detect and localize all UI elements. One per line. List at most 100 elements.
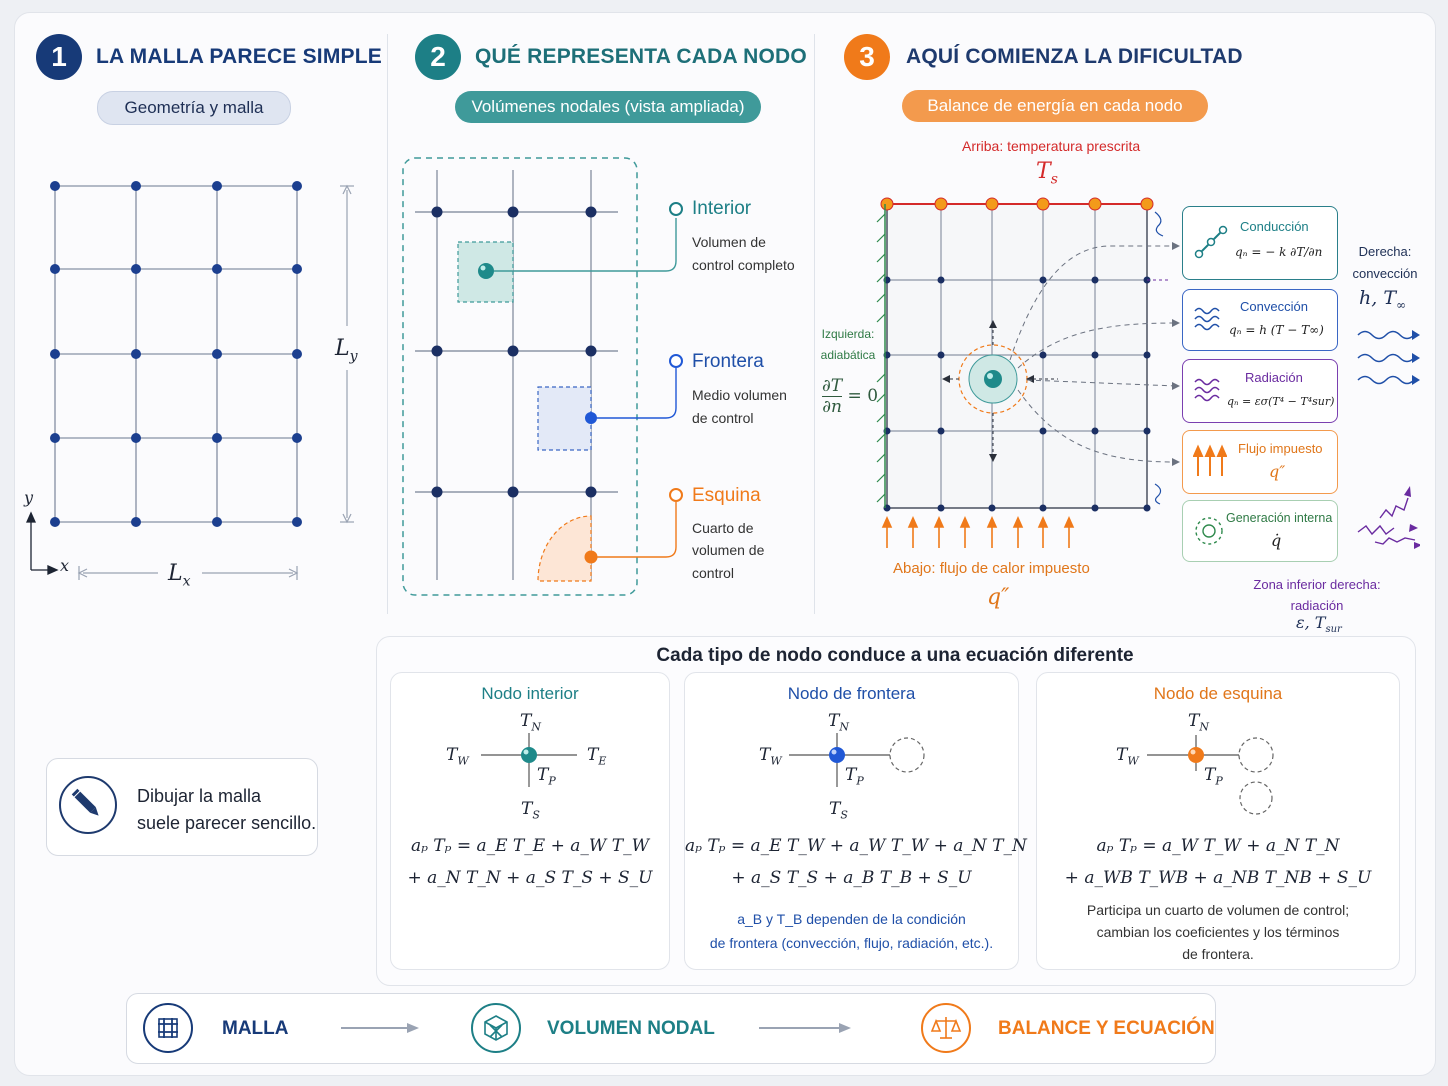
label-south: TS [829, 799, 848, 822]
corner-note: de frontera. [1182, 946, 1254, 962]
corner-note: cambian los coeficientes y los términos [1096, 924, 1340, 940]
node-type-esquina: Esquina [692, 485, 761, 506]
stencil-diagram [481, 733, 577, 787]
bottom-boundary-symbol: q″ [987, 585, 1010, 610]
label-p: TP [1204, 765, 1223, 788]
generation-icon [1195, 517, 1223, 545]
equation-line: + a_S T_S + a_B T_B + S_U [731, 868, 972, 888]
label-north: TN [520, 711, 541, 734]
right-boundary-label: Derecha:convección [1352, 244, 1418, 281]
boundary-node-card: Nodo de frontera TN TW TP TS aₚ Tₚ = a_E… [684, 672, 1027, 970]
node-type-interior: Interior [692, 198, 752, 219]
mechanism-name: Generación interna [1226, 511, 1333, 525]
node-type-desc: Volumen de [692, 234, 766, 250]
equation-line: aₚ Tₚ = a_E T_E + a_W T_W [410, 836, 650, 856]
stencil-diagram [789, 733, 925, 787]
equations-header: Cada tipo de nodo conduce a una ecuación… [656, 645, 1134, 666]
mechanism-name: Convección [1240, 299, 1308, 314]
equation-line: aₚ Tₚ = a_E T_W + a_W T_W + a_N T_N [685, 836, 1027, 856]
section-1-subtitle: Geometría y malla [97, 91, 291, 125]
equation-line: aₚ Tₚ = a_W T_W + a_N T_N [1096, 836, 1340, 856]
conduction-icon [1194, 225, 1228, 259]
arrow-icon [759, 1023, 851, 1033]
section-2-number: 2 [415, 34, 461, 80]
corner-boundary-symbol: ε, Tsur [1296, 613, 1342, 636]
section-2-title: QUÉ REPRESENTA CADA NODO [475, 45, 807, 68]
scale-icon [921, 1003, 971, 1053]
mechanism-equation: q̇ [1271, 531, 1282, 550]
left-boundary-label: Izquierda:adiabática [820, 327, 876, 362]
mechanism-name: Radiación [1245, 370, 1303, 385]
mechanism-equation: qₙ = εσ(T⁴ − T⁴sur) [1227, 395, 1335, 408]
node-type-desc: control [692, 565, 735, 581]
flux-arrows-icon [1193, 444, 1227, 476]
lx-label: Lx [168, 561, 191, 590]
grid-icon [143, 1003, 193, 1053]
node-type-desc: Medio volumen [692, 387, 787, 403]
stencil-diagram [1147, 735, 1274, 815]
cube-icon [471, 1003, 521, 1053]
workflow-bar [126, 993, 1216, 1064]
label-west: TW [446, 745, 469, 768]
mechanism-equation: q″ [1269, 462, 1286, 481]
note-line: Dibujar la malla [137, 786, 262, 806]
node-type-desc: Cuarto de [692, 520, 754, 536]
label-south: TS [521, 799, 540, 822]
workflow-step: VOLUMEN NODAL [547, 1018, 715, 1039]
separator [814, 34, 815, 614]
card-title: Nodo de frontera [787, 684, 916, 703]
adiabatic-equation: ∂T ∂n = 0 [822, 376, 879, 417]
mechanism-name: Flujo impuesto [1238, 441, 1323, 456]
mechanism-name: Conducción [1240, 219, 1309, 234]
note-card: Dibujar la malla suele parecer sencillo. [46, 758, 318, 856]
card-title: Nodo interior [481, 684, 579, 703]
workflow-step: MALLA [222, 1018, 289, 1039]
node-type-desc: volumen de [692, 542, 765, 558]
label-north: TN [828, 711, 849, 734]
section-2-subtitle: Volúmenes nodales (vista ampliada) [455, 91, 761, 123]
bottom-boundary-label: Abajo: flujo de calor impuesto [893, 560, 1090, 577]
boundary-note: de frontera (convección, flujo, radiació… [709, 935, 994, 951]
corner-node-card: Nodo de esquina TN TW TP aₚ Tₚ = a_W T_W… [1036, 672, 1400, 970]
mechanism-generacion-interna: Generación interna q̇ [1182, 500, 1338, 562]
mesh-diagram [25, 181, 354, 580]
mechanism-equation: qₙ = h (T − T∞) [1229, 323, 1324, 337]
radiation-icon [1194, 378, 1220, 402]
node-type-desc: de control [692, 410, 754, 426]
axis-y-label: y [24, 488, 34, 507]
label-p: TP [845, 765, 864, 788]
label-west: TW [1116, 745, 1139, 768]
section-3-subtitle: Balance de energía en cada nodo [902, 90, 1208, 122]
mechanism-radiacion: Radiación qₙ = εσ(T⁴ − T⁴sur) [1182, 359, 1338, 423]
nodal-volumes-diagram [402, 157, 683, 596]
label-p: TP [537, 765, 556, 788]
section-1-number: 1 [36, 34, 82, 80]
corner-boundary-label: Zona inferior derecha:radiación [1253, 577, 1381, 613]
note-line: suele parecer sencillo. [137, 813, 317, 833]
label-west: TW [759, 745, 782, 768]
workflow-step: BALANCE Y ECUACIÓN [998, 1018, 1215, 1039]
corner-note: Participa un cuarto de volumen de contro… [1086, 902, 1350, 918]
label-east: TE [587, 745, 607, 768]
section-1-title: LA MALLA PARECE SIMPLE [96, 45, 382, 68]
node-type-frontera: Frontera [692, 351, 764, 372]
right-boundary-symbol: h, T∞ [1359, 287, 1406, 312]
node-type-desc: control completo [692, 257, 795, 273]
ly-label: Ly [335, 336, 358, 365]
interior-node-card: Nodo interior TN TW TE TP TS aₚ Tₚ = a_E… [390, 672, 670, 970]
energy-balance-diagram [876, 197, 1420, 549]
top-boundary-symbol: Ts [1036, 159, 1058, 188]
mechanism-flujo-impuesto: Flujo impuesto q″ [1182, 430, 1338, 494]
convection-icon [1194, 307, 1220, 331]
separator [387, 34, 388, 614]
pencil-icon [59, 776, 117, 834]
boundary-note: a_B y T_B dependen de la condición [737, 911, 966, 927]
section-3-number: 3 [844, 34, 890, 80]
arrow-icon [341, 1023, 419, 1033]
mechanism-conveccion: Convección qₙ = h (T − T∞) [1182, 289, 1338, 351]
card-title: Nodo de esquina [1153, 684, 1283, 703]
mechanism-conduccion: Conducción qₙ = − k ∂T/∂n [1182, 206, 1338, 280]
section-3-title: AQUÍ COMIENZA LA DIFICULTAD [906, 45, 1243, 68]
mechanism-equation: qₙ = − k ∂T/∂n [1235, 245, 1323, 259]
equation-line: + a_WB T_WB + a_NB T_NB + S_U [1064, 868, 1372, 888]
